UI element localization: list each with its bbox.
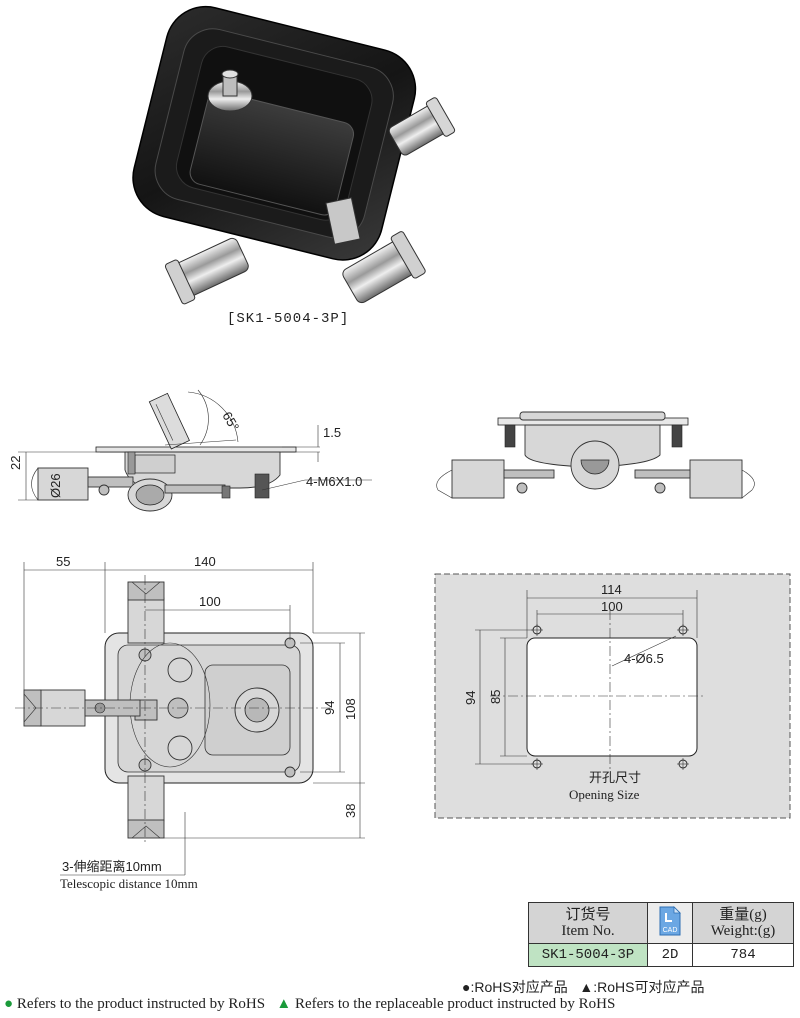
extension-38-label: 38 [343, 804, 358, 818]
header-weight-en: Weight:(g) [710, 923, 776, 939]
rohs-cn-text: ●:RoHS对应产品 [462, 979, 568, 995]
angle-label: 65° [219, 409, 242, 434]
cad-type-value[interactable]: 2D [647, 943, 693, 967]
product-photo: [SK1-5004-3P] [132, 5, 456, 327]
green-dot-icon: ● [4, 996, 14, 1012]
opening-size-panel: 114 100 4-Ø6.5 94 85 开孔尺寸 Opening Size [434, 573, 791, 819]
side-view: 65° 22 Ø26 1.5 4-M6X1.0 [8, 389, 372, 512]
model-caption: [SK1-5004-3P] [227, 311, 349, 327]
cad-label: CAD [663, 927, 678, 934]
legend-cn: ●:RoHS对应产品 ▲:RoHS可对应产品 [462, 977, 704, 997]
header-cad: CAD [647, 902, 693, 944]
header-item-cn: 订货号 [565, 907, 611, 923]
thickness-label: 1.5 [323, 425, 341, 440]
header-weight: 重量(g) Weight:(g) [692, 902, 794, 944]
diameter-label: Ø26 [48, 473, 63, 498]
opening-title-cn: 开孔尺寸 [589, 770, 641, 785]
side-view-right [436, 411, 755, 499]
cad-file-icon[interactable]: CAD [657, 906, 683, 936]
header-item-no: 订货号 Item No. [528, 902, 648, 944]
header-weight-cn: 重量(g) [719, 907, 767, 923]
replaceable-en-text: Refers to the replaceable product instru… [294, 996, 616, 1012]
weight-value: 784 [692, 943, 794, 967]
replaceable-cn-text: ▲:RoHS可对应产品 [579, 979, 705, 995]
opening-85-label: 85 [488, 690, 503, 704]
spacing-100-label: 100 [199, 594, 221, 609]
spec-table: 订货号 Item No. CAD 重量(g) Weight:(g) SK1-50… [528, 902, 794, 967]
telescopic-en: Telescopic distance 10mm [60, 876, 198, 891]
header-item-en: Item No. [561, 923, 615, 939]
front-view: 55 140 100 94 108 38 3-伸缩距离10mm Telescop… [15, 554, 365, 891]
bolt-label: 4-M6X1.0 [306, 474, 362, 489]
opening-100-label: 100 [601, 599, 623, 614]
telescopic-cn: 3-伸缩距离10mm [62, 859, 162, 874]
rohs-en-text: Refers to the product instructed by RoHS [16, 996, 266, 1012]
item-no-value: SK1-5004-3P [528, 943, 648, 967]
offset-55-label: 55 [56, 554, 70, 569]
height-22-label: 22 [8, 456, 23, 470]
width-140-label: 140 [194, 554, 216, 569]
height-108-label: 108 [343, 698, 358, 720]
green-triangle-icon: ▲ [276, 996, 292, 1012]
opening-114-label: 114 [601, 582, 622, 597]
legend-en: ● Refers to the product instructed by Ro… [4, 996, 615, 1013]
opening-94-label: 94 [463, 691, 478, 705]
height-94-label: 94 [322, 701, 337, 715]
opening-title-en: Opening Size [569, 787, 640, 802]
hole-label: 4-Ø6.5 [624, 651, 664, 666]
